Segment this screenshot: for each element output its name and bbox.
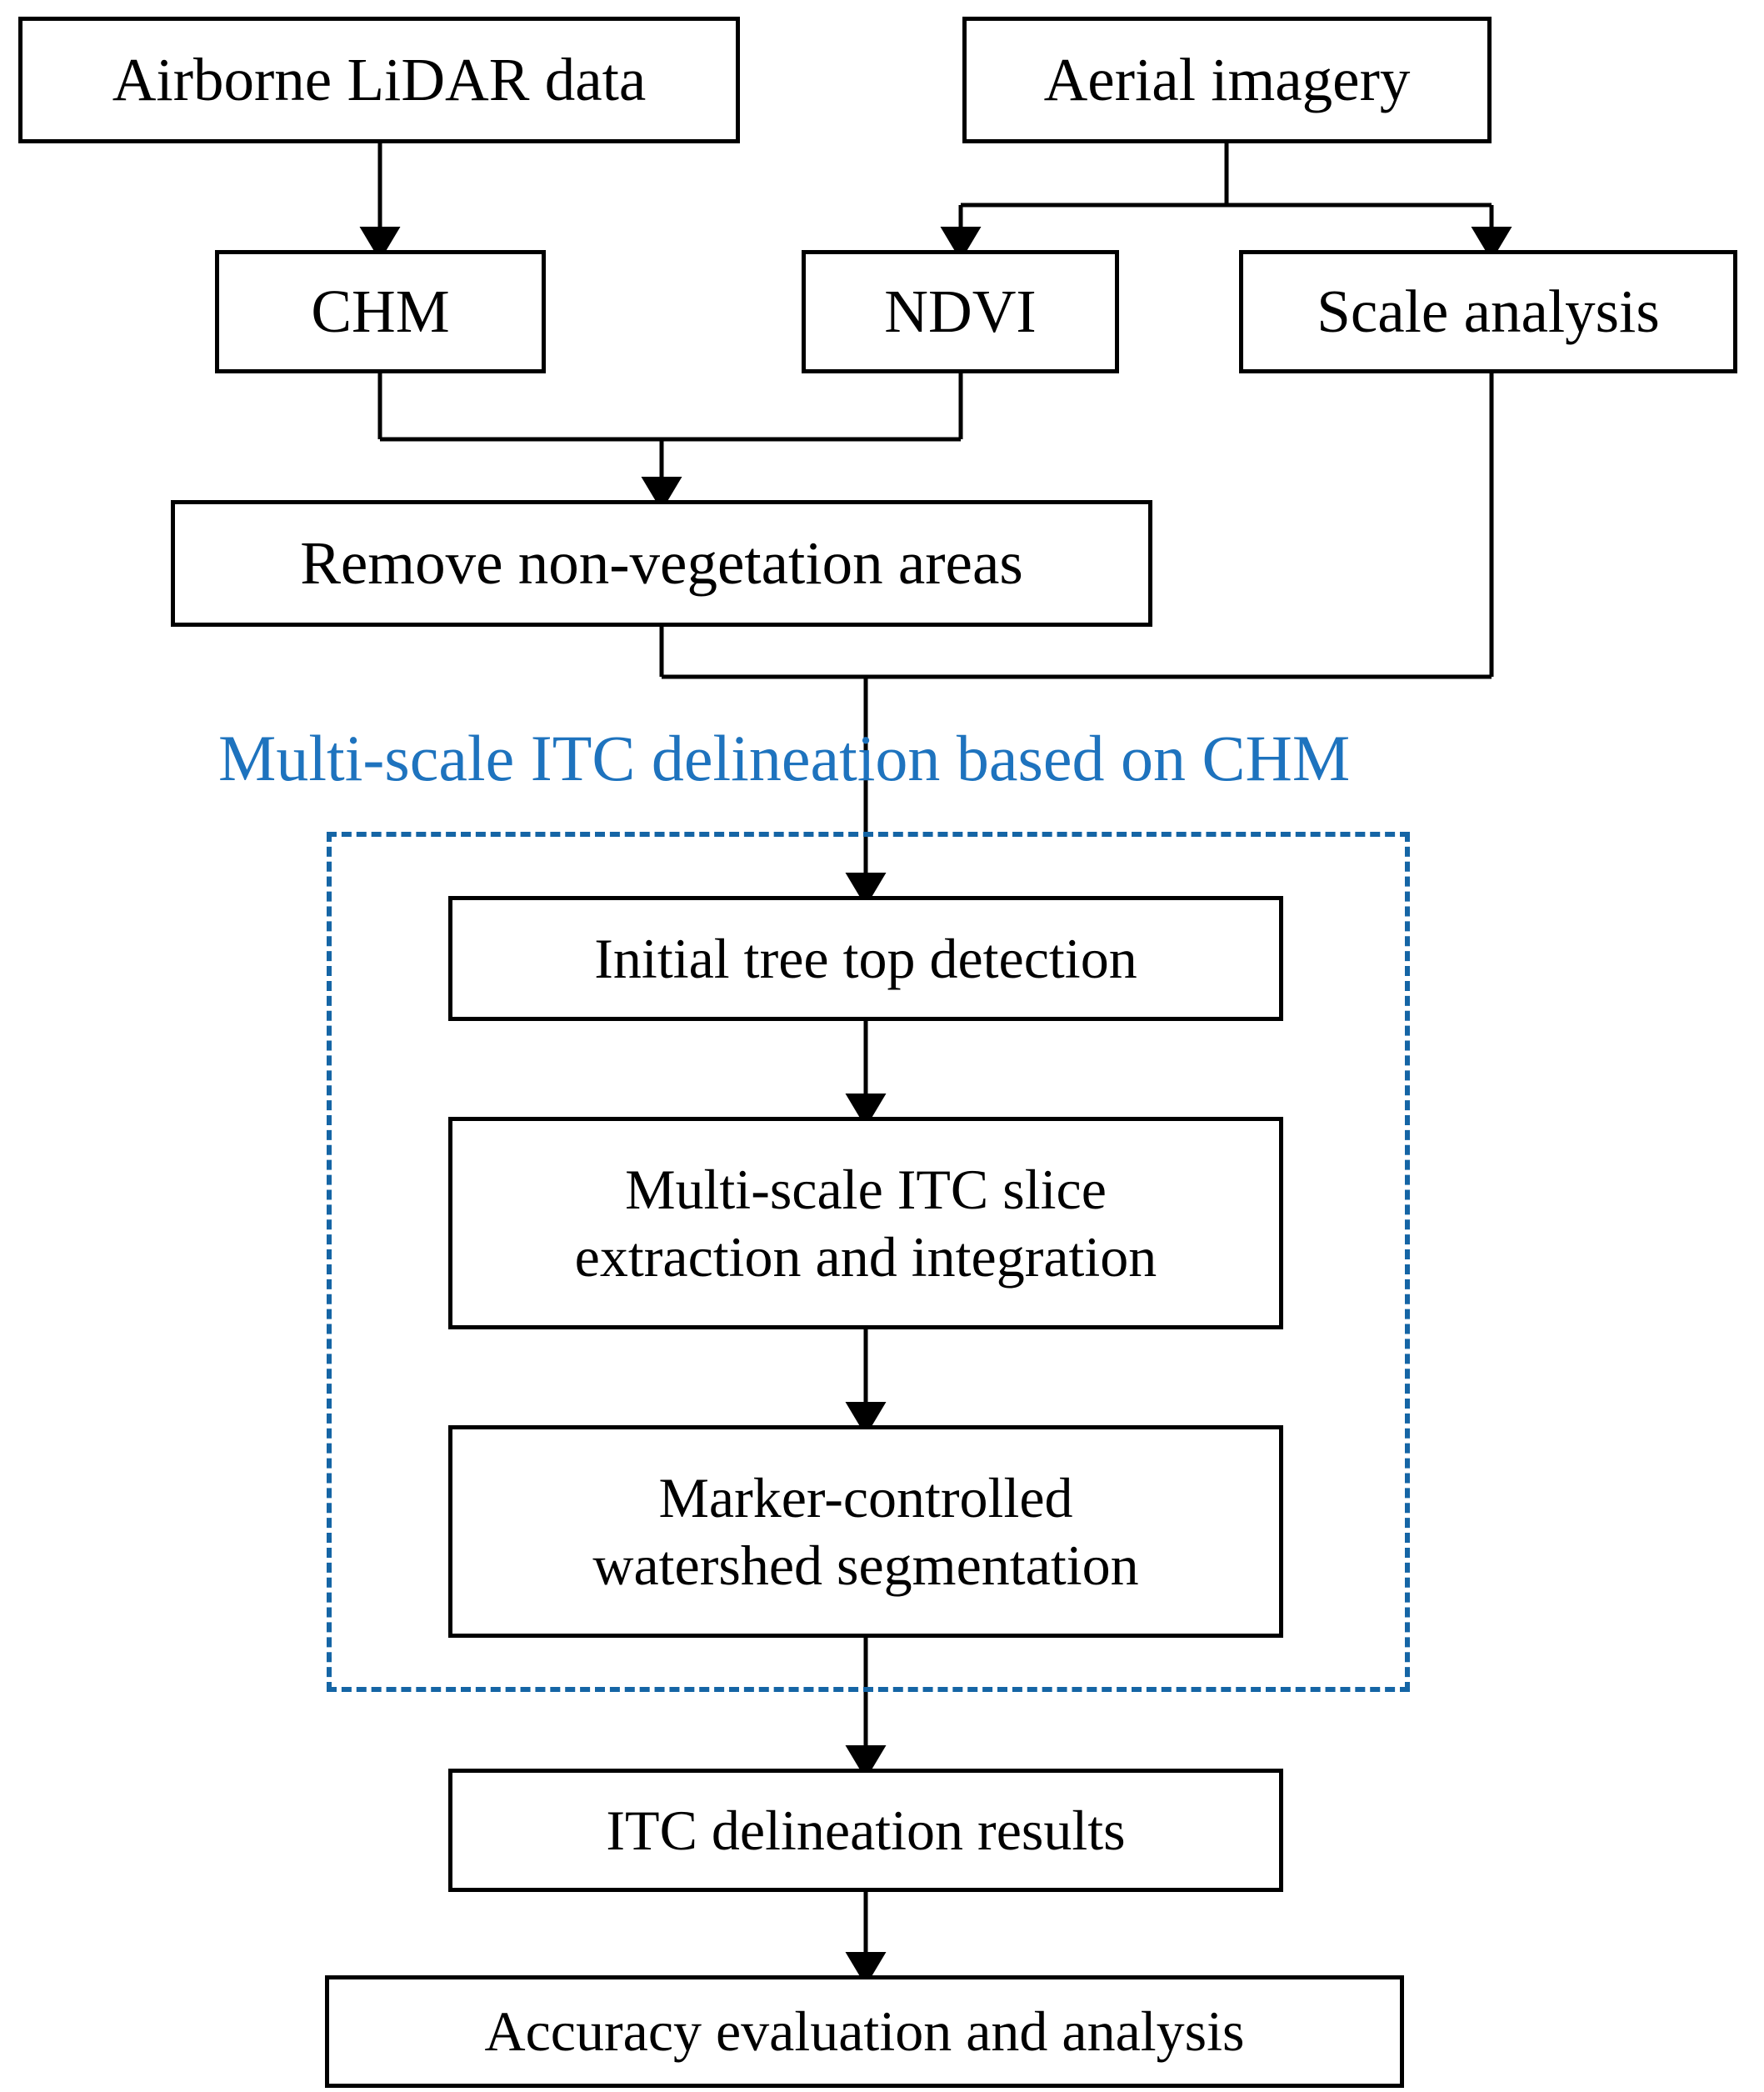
node-label: Scale analysis (1317, 277, 1660, 345)
node-aerial-imagery[interactable]: Aerial imagery (962, 17, 1492, 143)
node-airborne-lidar-data[interactable]: Airborne LiDAR data (18, 17, 740, 143)
group-title-multi-scale-itc: Multi-scale ITC delineation based on CHM (218, 722, 1351, 794)
node-ndvi[interactable]: NDVI (802, 250, 1119, 373)
node-chm[interactable]: CHM (215, 250, 546, 373)
node-multi-scale-itc-slice-extraction-and-integration[interactable]: Multi-scale ITC slice extraction and int… (448, 1117, 1283, 1329)
node-label: NDVI (884, 277, 1037, 345)
node-marker-controlled-watershed-segmentation[interactable]: Marker-controlled watershed segmentation (448, 1425, 1283, 1638)
node-label: Remove non-vegetation areas (300, 528, 1023, 597)
node-label: Marker-controlled watershed segmentation (592, 1466, 1139, 1597)
node-itc-delineation-results[interactable]: ITC delineation results (448, 1769, 1283, 1892)
node-label: Airborne LiDAR data (112, 45, 647, 113)
node-initial-tree-top-detection[interactable]: Initial tree top detection (448, 896, 1283, 1021)
node-remove-non-vegetation-areas[interactable]: Remove non-vegetation areas (171, 500, 1152, 627)
node-label: ITC delineation results (606, 1798, 1126, 1862)
node-accuracy-evaluation-and-analysis[interactable]: Accuracy evaluation and analysis (325, 1975, 1404, 2088)
node-label: Multi-scale ITC slice extraction and int… (574, 1158, 1157, 1289)
node-scale-analysis[interactable]: Scale analysis (1239, 250, 1737, 373)
node-label: CHM (311, 277, 450, 345)
node-label: Aerial imagery (1043, 45, 1411, 113)
node-label: Initial tree top detection (594, 926, 1137, 990)
node-label: Accuracy evaluation and analysis (484, 1999, 1245, 2064)
